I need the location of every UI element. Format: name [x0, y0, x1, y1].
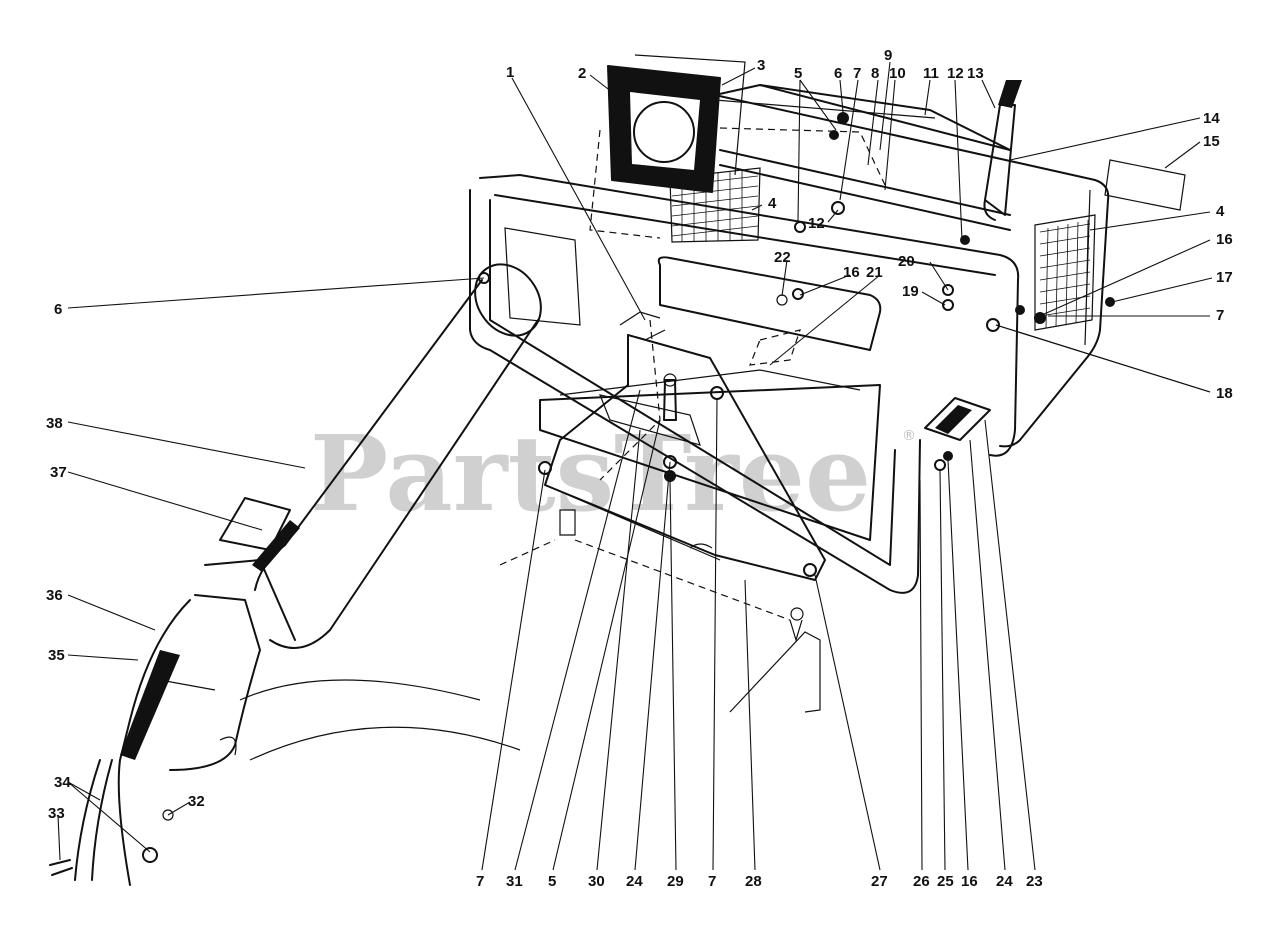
- callout-22: 22: [774, 249, 791, 266]
- callout-34: 34: [54, 774, 71, 791]
- callout-7: 7: [853, 65, 861, 82]
- callout-31: 31: [506, 873, 523, 890]
- callout-7-bottom-b: 7: [708, 873, 716, 890]
- callout-9: 9: [884, 47, 892, 64]
- leader-lines: [57, 61, 1213, 871]
- callout-13: 13: [967, 65, 984, 82]
- callout-12: 12: [947, 65, 964, 82]
- callout-5-bottom: 5: [548, 873, 556, 890]
- callout-27: 27: [871, 873, 888, 890]
- callout-35: 35: [48, 647, 65, 664]
- callout-26: 26: [913, 873, 930, 890]
- callout-38: 38: [46, 415, 63, 432]
- callout-1: 1: [506, 64, 514, 81]
- callout-14: 14: [1203, 110, 1220, 127]
- callout-21: 21: [866, 264, 883, 281]
- callout-20: 20: [898, 253, 915, 270]
- inlet-plate: [589, 54, 886, 243]
- callout-16-bottom: 16: [961, 873, 978, 890]
- callout-30: 30: [588, 873, 605, 890]
- callout-36: 36: [46, 587, 63, 604]
- handle-grip: [983, 80, 1022, 221]
- callout-4-inner: 4: [768, 195, 777, 212]
- lower-support: [499, 509, 821, 713]
- callout-37: 37: [50, 464, 67, 481]
- callout-2: 2: [578, 65, 586, 82]
- latch: [924, 397, 991, 471]
- callout-12-inner: 12: [808, 215, 825, 232]
- callout-8: 8: [871, 65, 879, 82]
- chute-deflector: [74, 594, 521, 886]
- front-frame: [469, 174, 1020, 594]
- callout-6-left: 6: [54, 301, 62, 318]
- screen-right: [1034, 214, 1096, 331]
- discharge-tube: [204, 263, 542, 649]
- watermark-text: PartsTree: [310, 412, 871, 535]
- decal-plate: [1104, 159, 1186, 211]
- callout-25: 25: [937, 873, 954, 890]
- callout-28: 28: [745, 873, 762, 890]
- callout-6: 6: [834, 65, 842, 82]
- screen-left: [669, 167, 761, 243]
- callout-3: 3: [757, 57, 765, 74]
- callout-33: 33: [48, 805, 65, 822]
- watermark: PartsTree ®: [310, 412, 916, 535]
- watermark-registered-mark: ®: [902, 428, 916, 444]
- callout-24-bottom-a: 24: [626, 873, 643, 890]
- callout-16-inner: 16: [843, 264, 860, 281]
- callout-24-bottom-b: 24: [996, 873, 1013, 890]
- mounting-bracket: [538, 334, 826, 581]
- callout-32: 32: [188, 793, 205, 810]
- callout-16-right: 16: [1216, 231, 1233, 248]
- callout-18: 18: [1216, 385, 1233, 402]
- callout-7-bottom-a: 7: [476, 873, 484, 890]
- callout-19: 19: [902, 283, 919, 300]
- callout-4-right: 4: [1216, 203, 1225, 220]
- callout-7-right: 7: [1216, 307, 1224, 324]
- callout-labels: 1 2 3 5 6 7 8 9 10 11 12 13 14 15 4 16 1…: [46, 47, 1233, 890]
- callout-10: 10: [889, 65, 906, 82]
- callout-5: 5: [794, 65, 802, 82]
- callout-29: 29: [667, 873, 684, 890]
- callout-15: 15: [1203, 133, 1220, 150]
- callout-17: 17: [1216, 269, 1233, 286]
- callout-11: 11: [923, 65, 939, 82]
- callout-23: 23: [1026, 873, 1043, 890]
